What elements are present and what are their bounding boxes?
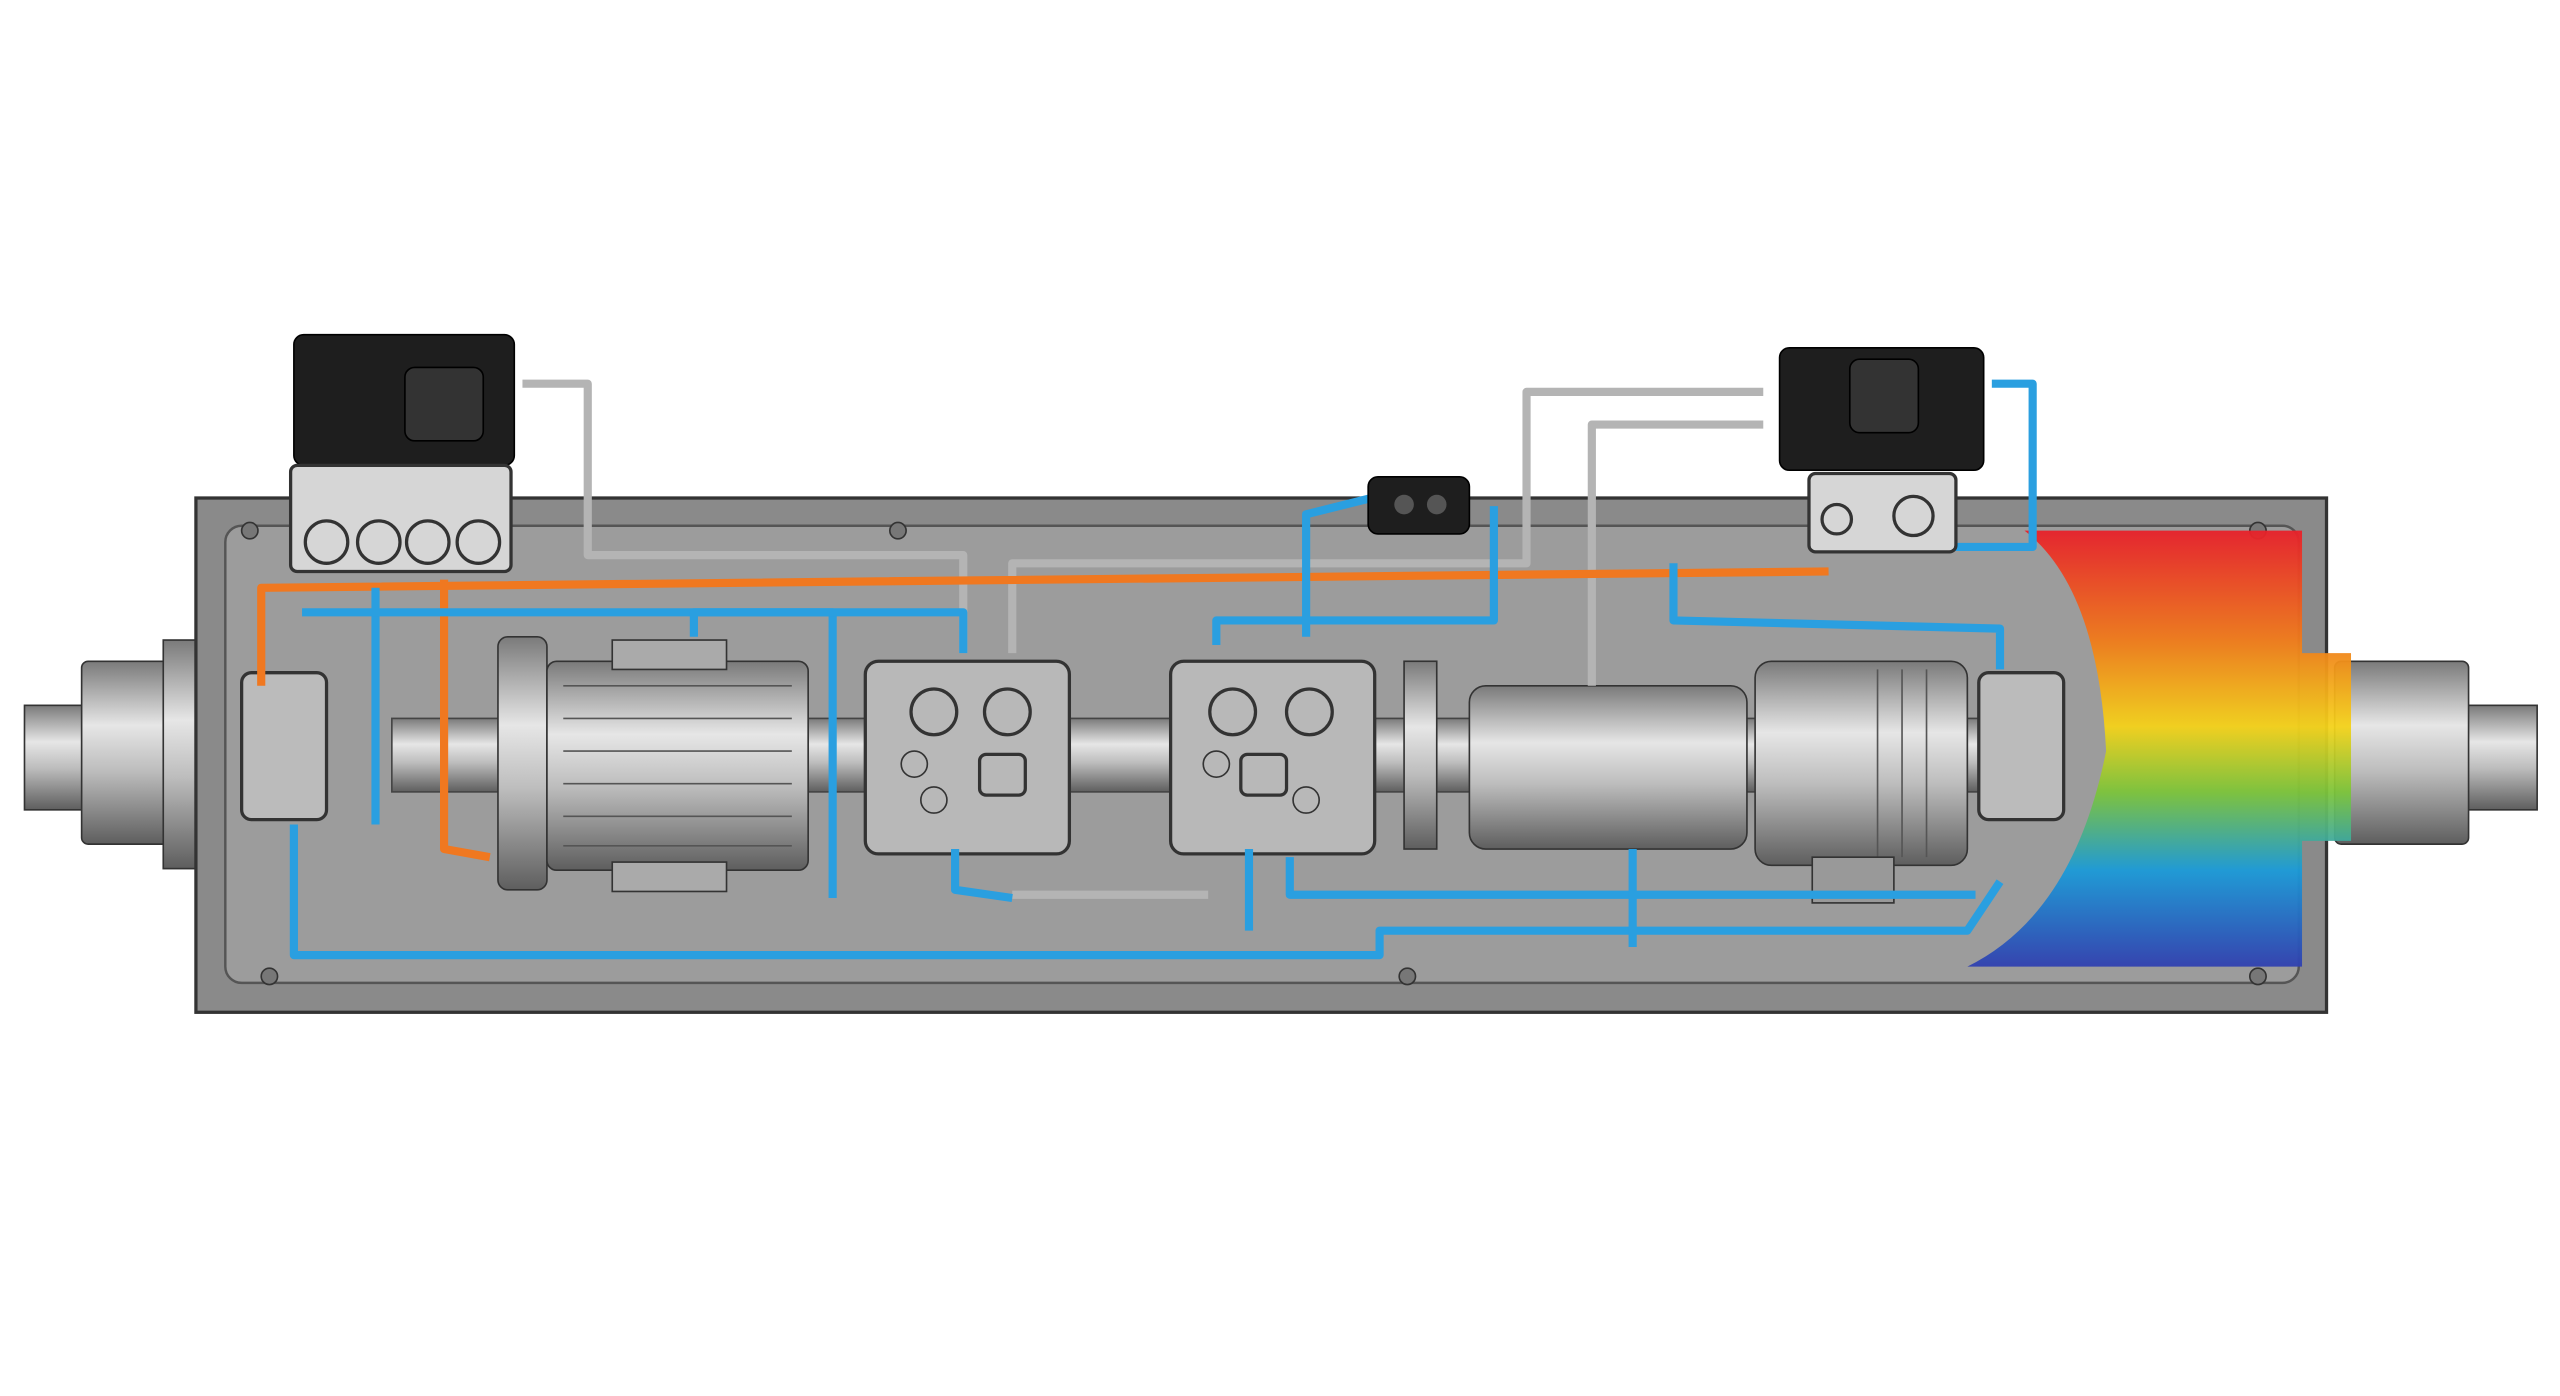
right-shaft	[2333, 660, 2538, 845]
right-actuator	[1778, 346, 1985, 554]
left-pump-block	[863, 659, 1072, 856]
right-pump-block	[1168, 659, 1377, 856]
left-actuator	[288, 333, 516, 574]
left-motor	[497, 635, 809, 893]
gray-lines	[522, 379, 1764, 899]
left-shaft	[23, 639, 205, 870]
right-motor	[1403, 660, 1969, 904]
left-end-valve	[240, 671, 329, 822]
right-end-valve	[1977, 671, 2066, 822]
blue-lines	[289, 379, 2037, 960]
sensor-module	[1367, 475, 1471, 535]
thermal-gradient-zone	[1967, 530, 2352, 967]
